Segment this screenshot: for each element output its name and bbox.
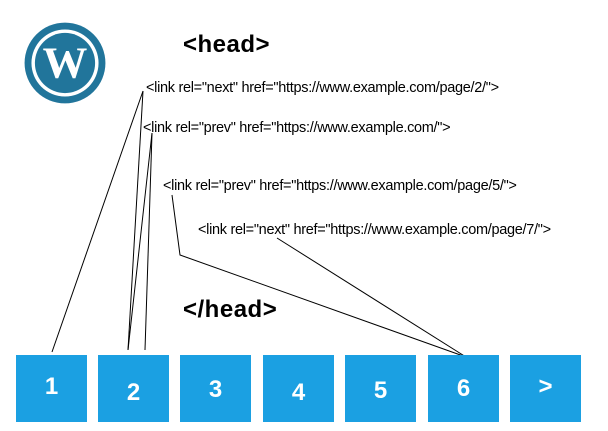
page-button-3[interactable]: 3 <box>180 355 251 422</box>
connector-next-page-7-to-page-6 <box>276 237 467 358</box>
connector-prev-page-5-to-page-6 <box>171 194 467 358</box>
wordpress-logo-icon: W <box>22 20 108 106</box>
link-prev-page-5: <link rel="prev" href="https://www.examp… <box>163 178 517 194</box>
page-button-label: 6 <box>456 375 471 402</box>
page-button-6[interactable]: 6 <box>428 355 499 422</box>
link-next-page-2: <link rel="next" href="https://www.examp… <box>146 80 499 96</box>
page-button-label: 2 <box>126 379 141 406</box>
wordpress-logo-letter: W <box>43 38 88 88</box>
page-button-4[interactable]: 4 <box>263 355 334 422</box>
page-button-5[interactable]: 5 <box>345 355 416 422</box>
head-open-tag: <head> <box>183 31 271 58</box>
page-button-label: 3 <box>208 376 223 403</box>
head-close-tag: </head> <box>183 296 278 323</box>
page-button-label: 4 <box>291 379 306 406</box>
connector-next-to-page-1 <box>51 90 144 353</box>
page-button-1[interactable]: 1 <box>16 355 87 422</box>
connector-next-to-page-2-a <box>127 90 144 351</box>
page-button-2[interactable]: 2 <box>98 355 169 422</box>
next-page-button[interactable]: > <box>510 355 581 422</box>
connector-prev-to-page-2-b <box>144 132 153 351</box>
page-button-label: 5 <box>373 377 388 404</box>
page-button-label: 1 <box>44 373 59 400</box>
link-next-page-7: <link rel="next" href="https://www.examp… <box>198 222 551 238</box>
wordpress-logo-graphic: W <box>24 22 106 104</box>
link-prev-home: <link rel="prev" href="https://www.examp… <box>143 120 451 136</box>
connector-prev-to-page-2-a <box>127 132 153 351</box>
next-arrow-icon: > <box>538 373 553 400</box>
